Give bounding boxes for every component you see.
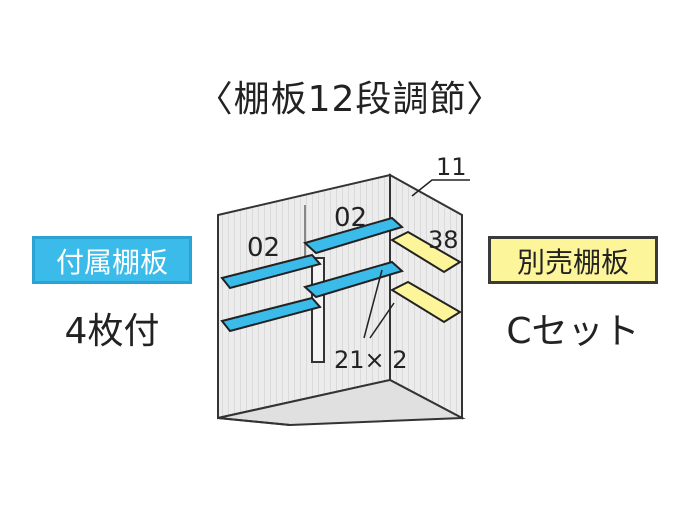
included-shelf-badge: 付属棚板 <box>32 236 192 284</box>
optional-shelf-badge: 別売棚板 <box>488 236 658 284</box>
included-shelf-lower-left <box>220 296 322 333</box>
included-shelf-upper-left <box>220 253 322 290</box>
top-dim-leader <box>411 179 470 197</box>
bottom-dim-leader-b <box>369 302 395 339</box>
back-right-label: 02 <box>334 203 367 233</box>
top-dim-label: 11 <box>436 153 467 181</box>
optional-shelf-lower <box>389 280 462 324</box>
cabinet-front-frame <box>217 215 291 426</box>
bottom-dim-label: 21× 2 <box>334 346 408 374</box>
side-dim-label: 38 <box>428 226 459 254</box>
bottom-dim-leader-a <box>363 269 383 339</box>
center-post <box>311 257 325 363</box>
back-left-label: 02 <box>247 233 280 263</box>
included-shelf-quantity: 4枚付 <box>64 311 160 352</box>
included-shelf-lower-right <box>303 260 404 299</box>
included-shelf-upper-right <box>303 216 404 255</box>
optional-shelf-upper <box>389 230 462 274</box>
optional-shelf-set: Cセット <box>506 311 640 352</box>
page-title: 〈棚板12段調節〉 <box>196 79 504 120</box>
